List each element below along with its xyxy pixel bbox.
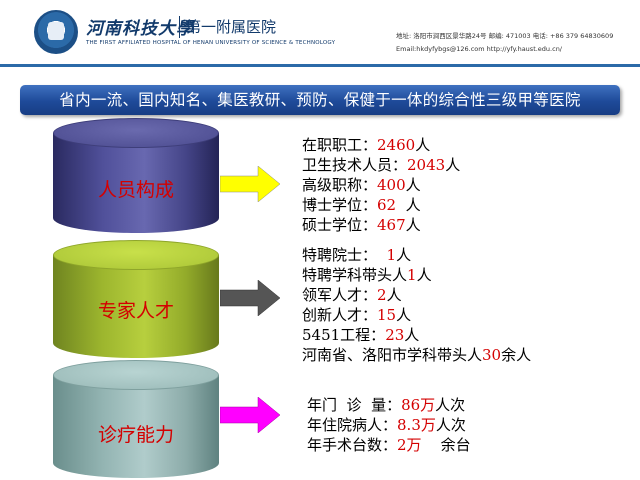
stat-unit: 人 bbox=[415, 136, 431, 154]
arrow-right-icon bbox=[220, 397, 281, 433]
stat-row: 在职职工：2460人 bbox=[302, 135, 460, 155]
stat-label: 在职职工： bbox=[302, 136, 378, 154]
stat-unit: 余台 bbox=[421, 436, 471, 454]
section-label-experts: 专家人才 bbox=[97, 300, 174, 322]
stat-label: 卫生技术人员： bbox=[302, 156, 408, 174]
stat-value: 467 bbox=[377, 216, 406, 234]
header: 河南科技大學 第一附属医院 THE FIRST AFFILIATED HOSPI… bbox=[0, 0, 640, 67]
cylinder-experts: 专家人才 bbox=[53, 240, 219, 358]
stat-value: 400 bbox=[377, 176, 406, 194]
cylinder-top bbox=[53, 118, 219, 148]
hospital-logo bbox=[34, 10, 78, 54]
stat-unit: 人 bbox=[386, 286, 402, 304]
contact-web: Email:hkdyfybgs@126.com http://yfy.haust… bbox=[396, 45, 562, 53]
stat-row: 领军人才：2人 bbox=[302, 285, 531, 305]
stat-unit: 人 bbox=[405, 176, 421, 194]
stat-value: 15 bbox=[377, 306, 397, 324]
stat-value: 1 bbox=[386, 246, 397, 264]
contact-address: 地址: 洛阳市涧西区景华路24号 邮编: 471003 电话: +86 379 … bbox=[396, 32, 614, 40]
stat-row: 高级职称：400人 bbox=[302, 175, 460, 195]
stat-unit: 人次 bbox=[435, 416, 466, 434]
stats-capacity: 年门 诊 量：86万人次年住院病人：8.3万人次年手术台数：2万 余台 bbox=[307, 395, 471, 455]
stat-label: 硕士学位： bbox=[302, 216, 378, 234]
arrow-right-icon bbox=[220, 280, 281, 316]
arrow-right-icon bbox=[220, 166, 281, 202]
slogan-text: 省内一流、国内知名、集医教研、预防、保健于一体的综合性三级甲等医院 bbox=[59, 91, 581, 109]
stat-unit: 人 bbox=[416, 266, 432, 284]
stat-value: 23 bbox=[385, 326, 405, 344]
stat-label: 年手术台数： bbox=[307, 436, 398, 454]
logo-emblem-icon bbox=[48, 22, 64, 40]
stat-label: 领军人才： bbox=[302, 286, 378, 304]
hospital-name: 第一附属医院 bbox=[186, 18, 277, 36]
stat-row: 年手术台数：2万 余台 bbox=[307, 435, 471, 455]
stat-label: 创新人才： bbox=[302, 306, 378, 324]
stat-label: 特聘学科带头人 bbox=[302, 266, 408, 284]
section-label-capacity: 诊疗能力 bbox=[97, 424, 174, 446]
stat-unit: 人 bbox=[396, 246, 412, 264]
stat-row: 硕士学位：467人 bbox=[302, 215, 460, 235]
stat-label: 特聘院士： bbox=[302, 246, 387, 264]
header-divider bbox=[179, 16, 180, 38]
stat-label: 高级职称： bbox=[302, 176, 378, 194]
stat-unit: 人 bbox=[396, 306, 412, 324]
stat-row: 年门 诊 量：86万人次 bbox=[307, 395, 471, 415]
stat-value: 8.3万 bbox=[397, 416, 436, 434]
stat-label: 5451工程： bbox=[302, 326, 386, 344]
stat-unit: 人 bbox=[405, 216, 421, 234]
stats-staff: 在职职工：2460人卫生技术人员：2043人高级职称：400人博士学位：62 人… bbox=[302, 135, 460, 235]
cylinder-capacity: 诊疗能力 bbox=[53, 360, 219, 478]
header-rule bbox=[0, 64, 640, 67]
stat-label: 博士学位： bbox=[302, 196, 378, 214]
stat-label: 河南省、洛阳市学科带头人 bbox=[302, 346, 483, 364]
stat-row: 年住院病人：8.3万人次 bbox=[307, 415, 471, 435]
university-name: 河南科技大學 bbox=[86, 19, 194, 39]
cylinder-top bbox=[53, 360, 219, 390]
arrow-shape bbox=[220, 166, 281, 202]
stat-unit: 人次 bbox=[435, 396, 466, 414]
stat-unit: 余人 bbox=[501, 346, 532, 364]
english-name: THE FIRST AFFILIATED HOSPITAL OF HENAN U… bbox=[86, 40, 336, 46]
stat-label: 年住院病人： bbox=[307, 416, 398, 434]
slogan-banner: 省内一流、国内知名、集医教研、预防、保健于一体的综合性三级甲等医院 bbox=[20, 85, 620, 115]
stat-row: 特聘学科带头人1人 bbox=[302, 265, 531, 285]
stat-row: 特聘院士： 1人 bbox=[302, 245, 531, 265]
stat-unit: 人 bbox=[396, 196, 421, 214]
stat-unit: 人 bbox=[445, 156, 461, 174]
arrow-shape bbox=[220, 397, 281, 433]
stat-value: 2043 bbox=[407, 156, 446, 174]
stat-row: 卫生技术人员：2043人 bbox=[302, 155, 460, 175]
stat-unit: 人 bbox=[404, 326, 420, 344]
stat-label: 年门 诊 量： bbox=[307, 396, 402, 414]
stat-value: 2460 bbox=[377, 136, 416, 154]
stat-value: 62 bbox=[377, 196, 397, 214]
stat-row: 5451工程：23人 bbox=[302, 325, 531, 345]
stat-value: 2万 bbox=[397, 436, 422, 454]
stat-row: 河南省、洛阳市学科带头人30余人 bbox=[302, 345, 531, 365]
stat-value: 86万 bbox=[401, 396, 436, 414]
cylinder-staff: 人员构成 bbox=[53, 118, 219, 233]
stat-value: 1 bbox=[407, 266, 417, 284]
stat-value: 30 bbox=[482, 346, 502, 364]
stat-row: 创新人才：15人 bbox=[302, 305, 531, 325]
cylinder-top bbox=[53, 240, 219, 270]
section-label-staff: 人员构成 bbox=[97, 179, 174, 201]
arrow-shape bbox=[220, 280, 281, 316]
stat-value: 2 bbox=[377, 286, 387, 304]
stat-row: 博士学位：62 人 bbox=[302, 195, 460, 215]
